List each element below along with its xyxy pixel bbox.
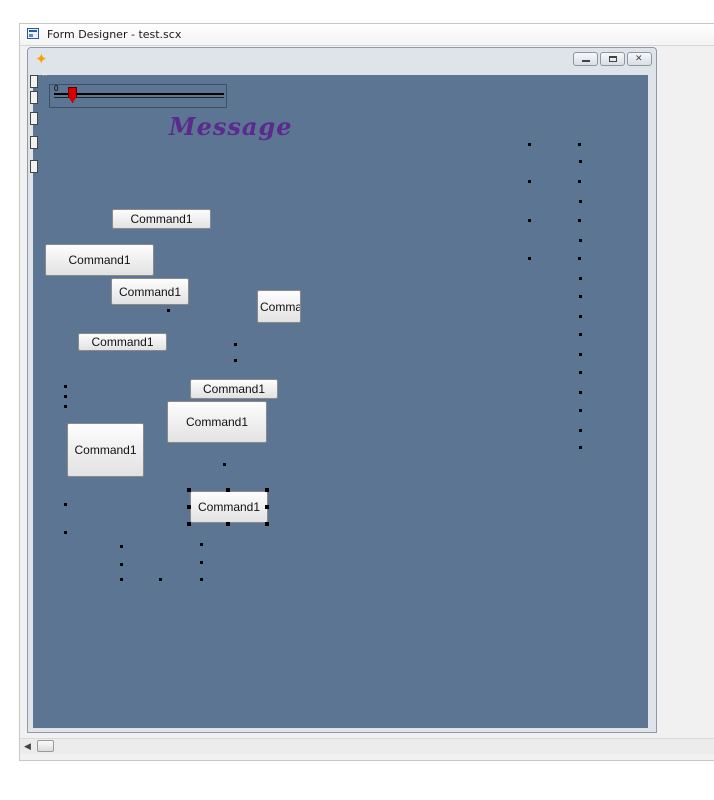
command-button[interactable]: Command1 <box>190 491 268 523</box>
control-marker[interactable] <box>200 578 203 581</box>
command-button[interactable]: Command1 <box>167 401 267 443</box>
slider-min-label: 0 <box>54 84 59 93</box>
control-marker[interactable] <box>64 531 67 534</box>
command-button[interactable]: Command1 <box>112 209 211 229</box>
minimize-button[interactable] <box>573 52 598 66</box>
control-marker[interactable] <box>578 180 581 183</box>
control-marker[interactable] <box>579 446 582 449</box>
selection-handle[interactable] <box>265 488 269 492</box>
scroll-left-icon[interactable]: ◀ <box>24 741 31 751</box>
slider-thumb[interactable] <box>68 87 77 103</box>
selection-handle[interactable] <box>187 488 191 492</box>
control-marker[interactable] <box>200 543 203 546</box>
slider-control[interactable]: 0 <box>49 84 227 108</box>
control-marker[interactable] <box>120 578 123 581</box>
control-marker[interactable] <box>528 257 531 260</box>
control-marker[interactable] <box>579 277 582 280</box>
control-marker[interactable] <box>578 219 581 222</box>
control-marker[interactable] <box>234 359 237 362</box>
command-button[interactable]: Command1 <box>67 423 144 477</box>
control-marker[interactable] <box>64 405 67 408</box>
control-marker[interactable] <box>579 200 582 203</box>
selection-handle[interactable] <box>226 522 230 526</box>
control-marker[interactable] <box>120 545 123 548</box>
control-marker[interactable] <box>528 143 531 146</box>
command-button[interactable]: Command1 <box>190 379 278 399</box>
control-marker[interactable] <box>579 315 582 318</box>
form-designer-icon <box>27 28 39 39</box>
designer-title: Form Designer - test.scx <box>47 28 182 41</box>
close-button[interactable] <box>627 52 652 66</box>
control-marker[interactable] <box>579 429 582 432</box>
toolbar-tab[interactable] <box>30 136 38 149</box>
designer-titlebar[interactable]: Form Designer - test.scx <box>20 24 714 46</box>
control-marker[interactable] <box>579 239 582 242</box>
toolbar-tab[interactable] <box>30 91 38 104</box>
control-marker[interactable] <box>528 180 531 183</box>
selection-handle[interactable] <box>265 505 269 509</box>
control-marker[interactable] <box>167 309 170 312</box>
slider-track <box>54 93 224 95</box>
control-marker[interactable] <box>200 561 203 564</box>
control-marker[interactable] <box>64 503 67 506</box>
control-marker[interactable] <box>234 343 237 346</box>
control-marker[interactable] <box>64 385 67 388</box>
wizard-icon: ✦ <box>35 51 48 68</box>
command-button[interactable]: Command1 <box>45 244 154 276</box>
selection-handle[interactable] <box>265 522 269 526</box>
toolbar-tab[interactable] <box>30 112 38 125</box>
horizontal-scrollbar[interactable]: ◀ <box>20 738 714 754</box>
form-window[interactable]: ✦ ⌃ 0 Message Command1 C <box>27 47 657 733</box>
control-marker[interactable] <box>579 391 582 394</box>
command-button[interactable]: Comma <box>257 290 301 323</box>
control-marker[interactable] <box>579 409 582 412</box>
selection-handle[interactable] <box>187 522 191 526</box>
command-button[interactable]: Command1 <box>78 333 167 351</box>
form-designer-window: Form Designer - test.scx ✦ ⌃ 0 Me <box>19 23 714 761</box>
control-marker[interactable] <box>579 333 582 336</box>
control-marker[interactable] <box>579 353 582 356</box>
toolbar-tab[interactable] <box>30 160 38 173</box>
selection-handle[interactable] <box>226 488 230 492</box>
toolbar-tab[interactable] <box>30 75 38 88</box>
control-marker[interactable] <box>64 395 67 398</box>
message-label[interactable]: Message <box>169 112 293 141</box>
control-marker[interactable] <box>223 463 226 466</box>
control-marker[interactable] <box>578 143 581 146</box>
control-marker[interactable] <box>579 160 582 163</box>
control-marker[interactable] <box>159 578 162 581</box>
control-marker[interactable] <box>578 257 581 260</box>
control-marker[interactable] <box>579 371 582 374</box>
selection-handle[interactable] <box>187 505 191 509</box>
collapse-icon[interactable]: ⌃ <box>41 72 49 82</box>
form-canvas[interactable]: ⌃ 0 Message Command1 Command1 Command1 C… <box>30 72 648 728</box>
slider-track-line <box>54 97 224 98</box>
maximize-button[interactable] <box>600 52 625 66</box>
control-marker[interactable] <box>579 295 582 298</box>
control-marker[interactable] <box>120 563 123 566</box>
scroll-thumb[interactable] <box>37 740 54 752</box>
window-controls <box>573 52 652 67</box>
command-button[interactable]: Command1 <box>111 278 189 305</box>
control-marker[interactable] <box>528 219 531 222</box>
